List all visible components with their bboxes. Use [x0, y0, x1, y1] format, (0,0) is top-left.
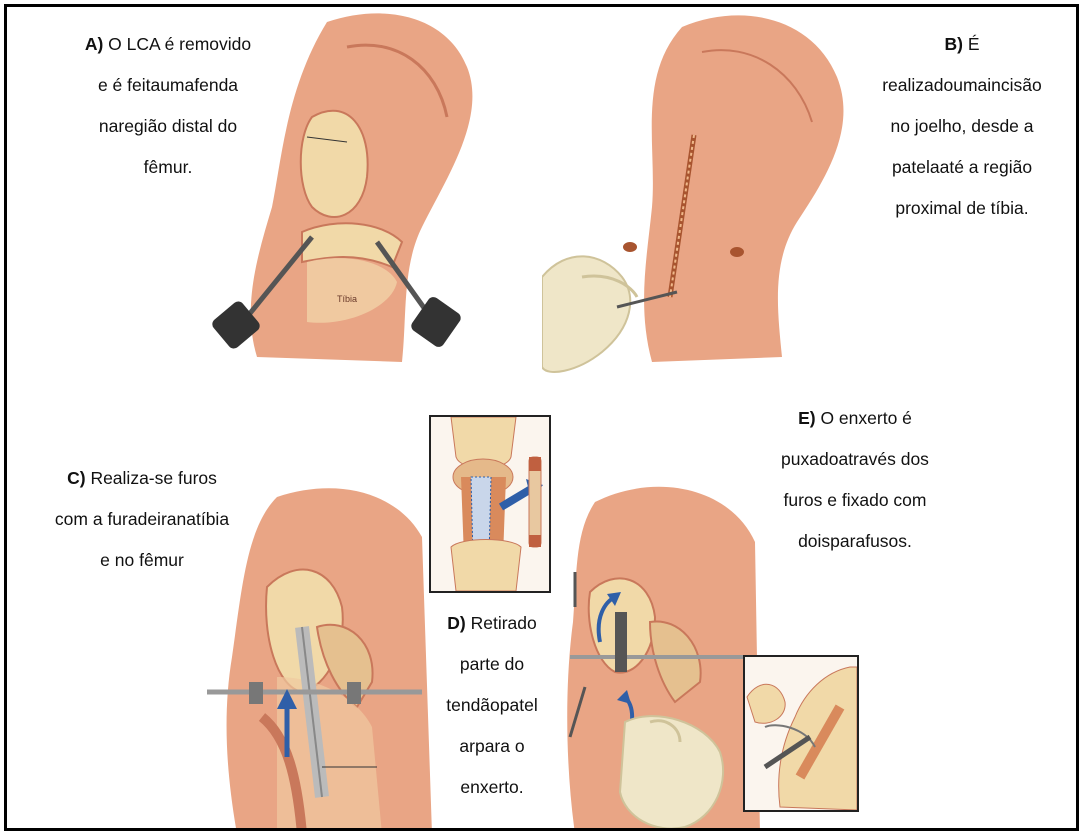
- caption-e-line-4: doisparafusos.: [745, 521, 965, 562]
- tibia-label: Tíbia: [337, 294, 357, 304]
- caption-c: C) Realiza-se furos com a furadeiranatíb…: [22, 458, 262, 581]
- caption-a-text-1: O LCA é removido: [103, 34, 251, 54]
- caption-e-line-2: puxadoatravés dos: [745, 439, 965, 480]
- caption-b-line-3: no joelho, desde a: [852, 106, 1072, 147]
- caption-b: B) É realizadoumaincisão no joelho, desd…: [852, 24, 1072, 229]
- caption-c-text-1: Realiza-se furos: [86, 468, 217, 488]
- caption-e-text-1: O enxerto é: [816, 408, 912, 428]
- illustration-e-fixation: [555, 472, 765, 831]
- illustration-b-incision: [542, 7, 872, 397]
- illustration-d-graft-inset: [429, 415, 551, 593]
- caption-b-line-5: proximal de tíbia.: [852, 188, 1072, 229]
- caption-a-letter: A): [85, 34, 103, 54]
- caption-c-line-1: C) Realiza-se furos: [22, 458, 262, 499]
- caption-c-letter: C): [67, 468, 85, 488]
- caption-d-line-3: tendãopatel: [427, 685, 557, 726]
- caption-b-line-2: realizadoumaincisão: [852, 65, 1072, 106]
- caption-d-letter: D): [447, 613, 465, 633]
- illustration-e-screw-inset: [743, 655, 859, 812]
- caption-d-line-4: arpara o: [427, 726, 557, 767]
- caption-a-line-3: naregião distal do: [53, 106, 283, 147]
- caption-d-line-2: parte do: [427, 644, 557, 685]
- screw-diagram: [745, 657, 857, 810]
- caption-d-text-1: Retirado: [466, 613, 537, 633]
- graft-diagram: [431, 417, 549, 591]
- caption-d: D) Retirado parte do tendãopatel arpara …: [427, 603, 557, 808]
- caption-b-line-4: patelaaté a região: [852, 147, 1072, 188]
- caption-a-line-2: e é feitaumafenda: [53, 65, 283, 106]
- caption-d-line-1: D) Retirado: [427, 603, 557, 644]
- caption-e: E) O enxerto é puxadoatravés dos furos e…: [745, 398, 965, 562]
- figure-frame: Tíbia: [4, 4, 1079, 831]
- caption-e-line-3: furos e fixado com: [745, 480, 965, 521]
- caption-a-line-4: fêmur.: [53, 147, 283, 188]
- caption-c-line-3: e no fêmur: [22, 540, 262, 581]
- caption-a-line-1: A) O LCA é removido: [53, 24, 283, 65]
- caption-e-line-1: E) O enxerto é: [745, 398, 965, 439]
- caption-c-line-2: com a furadeiranatíbia: [22, 499, 262, 540]
- caption-b-line-1: B) É: [852, 24, 1072, 65]
- caption-a: A) O LCA é removido e é feitaumafenda na…: [53, 24, 283, 188]
- caption-e-letter: E): [798, 408, 816, 428]
- caption-b-letter: B): [944, 34, 962, 54]
- caption-b-text-1: É: [963, 34, 980, 54]
- caption-d-line-5: enxerto.: [427, 767, 557, 808]
